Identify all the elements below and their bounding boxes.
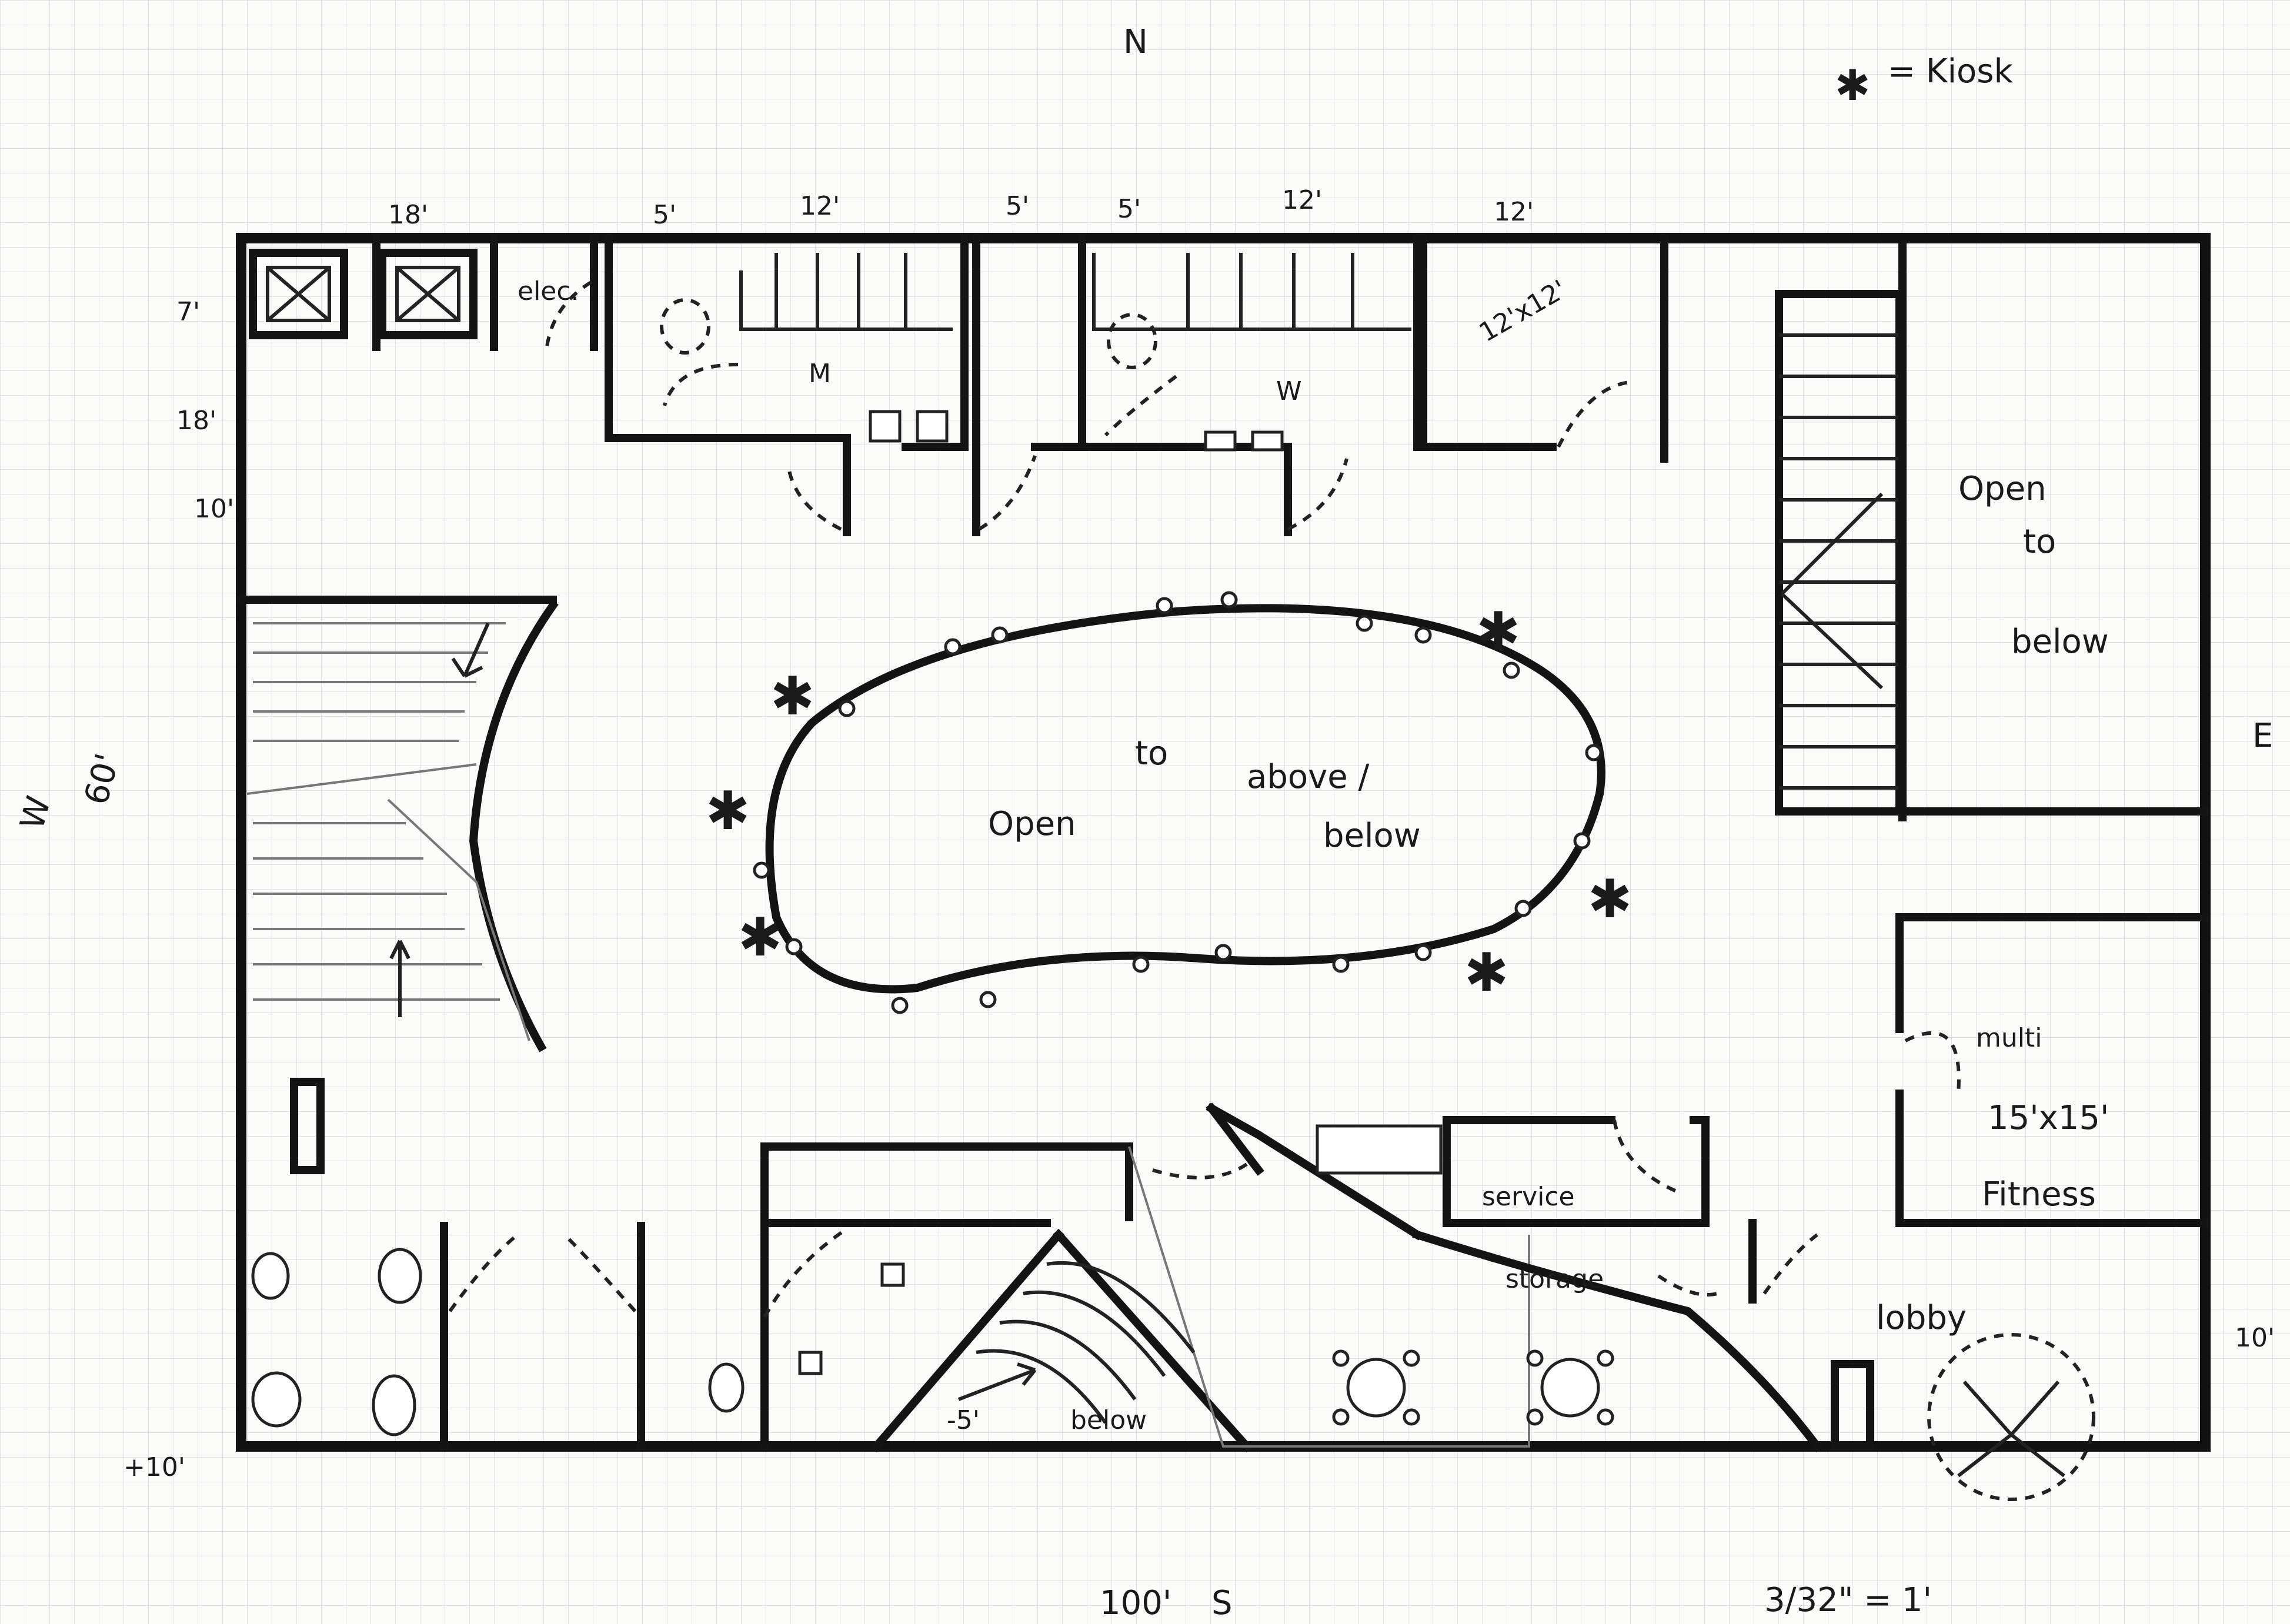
dim-18-left: 18'	[176, 406, 216, 436]
kiosk-icon: ✱	[1588, 868, 1632, 930]
atrium-to: to	[1135, 734, 1168, 773]
southwest-rooms	[251, 1078, 1248, 1451]
stair-below-note: below	[1070, 1405, 1147, 1435]
north-label: N	[1123, 23, 1148, 61]
atrium-above: above /	[1247, 758, 1370, 796]
kiosk-legend-icon: ✱	[1835, 61, 1870, 110]
service-lobby	[1316, 1116, 2095, 1501]
dim-10-bottom-left: +10'	[123, 1452, 185, 1482]
top-rooms	[249, 234, 1668, 536]
mens-label: M	[809, 359, 831, 389]
kiosk-icon: ✱	[1464, 942, 1508, 1004]
multi-label: multi	[1976, 1023, 2042, 1053]
dim-12b: 12'	[1282, 185, 1322, 215]
kiosk-symbols: ✱ ✱ ✱ ✱ ✱ ✱	[706, 601, 1632, 1004]
fitness-label: Fitness	[1982, 1175, 2096, 1214]
atrium-railing-posts	[753, 591, 1603, 1014]
east-label: E	[2252, 717, 2273, 755]
dim-18: 18'	[388, 200, 428, 230]
dim-7: 7'	[176, 297, 200, 327]
west-stairs	[237, 596, 559, 1052]
fitness-size-label: 15'x15'	[1988, 1099, 2109, 1137]
south-label: S	[1211, 1584, 1233, 1622]
dim-12c: 12'	[1494, 197, 1534, 227]
open-below-open: Open	[1958, 470, 2047, 508]
overall-width: 100'	[1100, 1584, 1171, 1622]
labels: N S E W ✱ = Kiosk 3/32" = 1' 100' 60' 18…	[13, 23, 2275, 1622]
service-label: service	[1482, 1182, 1575, 1212]
east-rooms	[1775, 243, 2209, 1227]
scale-note: 3/32" = 1'	[1764, 1581, 1932, 1619]
south-stair-below	[870, 1102, 1823, 1452]
central-atrium: ✱ ✱ ✱ ✱ ✱ ✱	[706, 591, 1632, 1014]
dim-5c: 5'	[1117, 194, 1141, 224]
lobby-label: lobby	[1876, 1299, 1967, 1337]
elec-label: elec.	[518, 276, 579, 306]
kiosk-legend: ✱ = Kiosk	[1835, 52, 2013, 110]
dim-5a: 5'	[653, 200, 676, 230]
dim-12a: 12'	[800, 191, 840, 221]
open-below-below: below	[2011, 623, 2109, 661]
atrium-open: Open	[988, 805, 1076, 843]
dim-5b: 5'	[1006, 191, 1029, 221]
kiosk-icon: ✱	[770, 666, 814, 727]
stair-down-note: -5'	[947, 1405, 980, 1435]
kiosk-icon: ✱	[738, 907, 782, 968]
dim-10-right: 10'	[2235, 1323, 2275, 1353]
kiosk-icon: ✱	[1476, 601, 1520, 663]
kiosk-icon: ✱	[706, 780, 750, 842]
dim-10-left: 10'	[194, 494, 234, 524]
womens-label: W	[1276, 376, 1302, 406]
kiosk-legend-text: = Kiosk	[1888, 52, 2013, 91]
atrium-below: below	[1323, 817, 1421, 855]
open-below-to: to	[2023, 523, 2056, 561]
storage-label: storage	[1505, 1264, 1604, 1294]
